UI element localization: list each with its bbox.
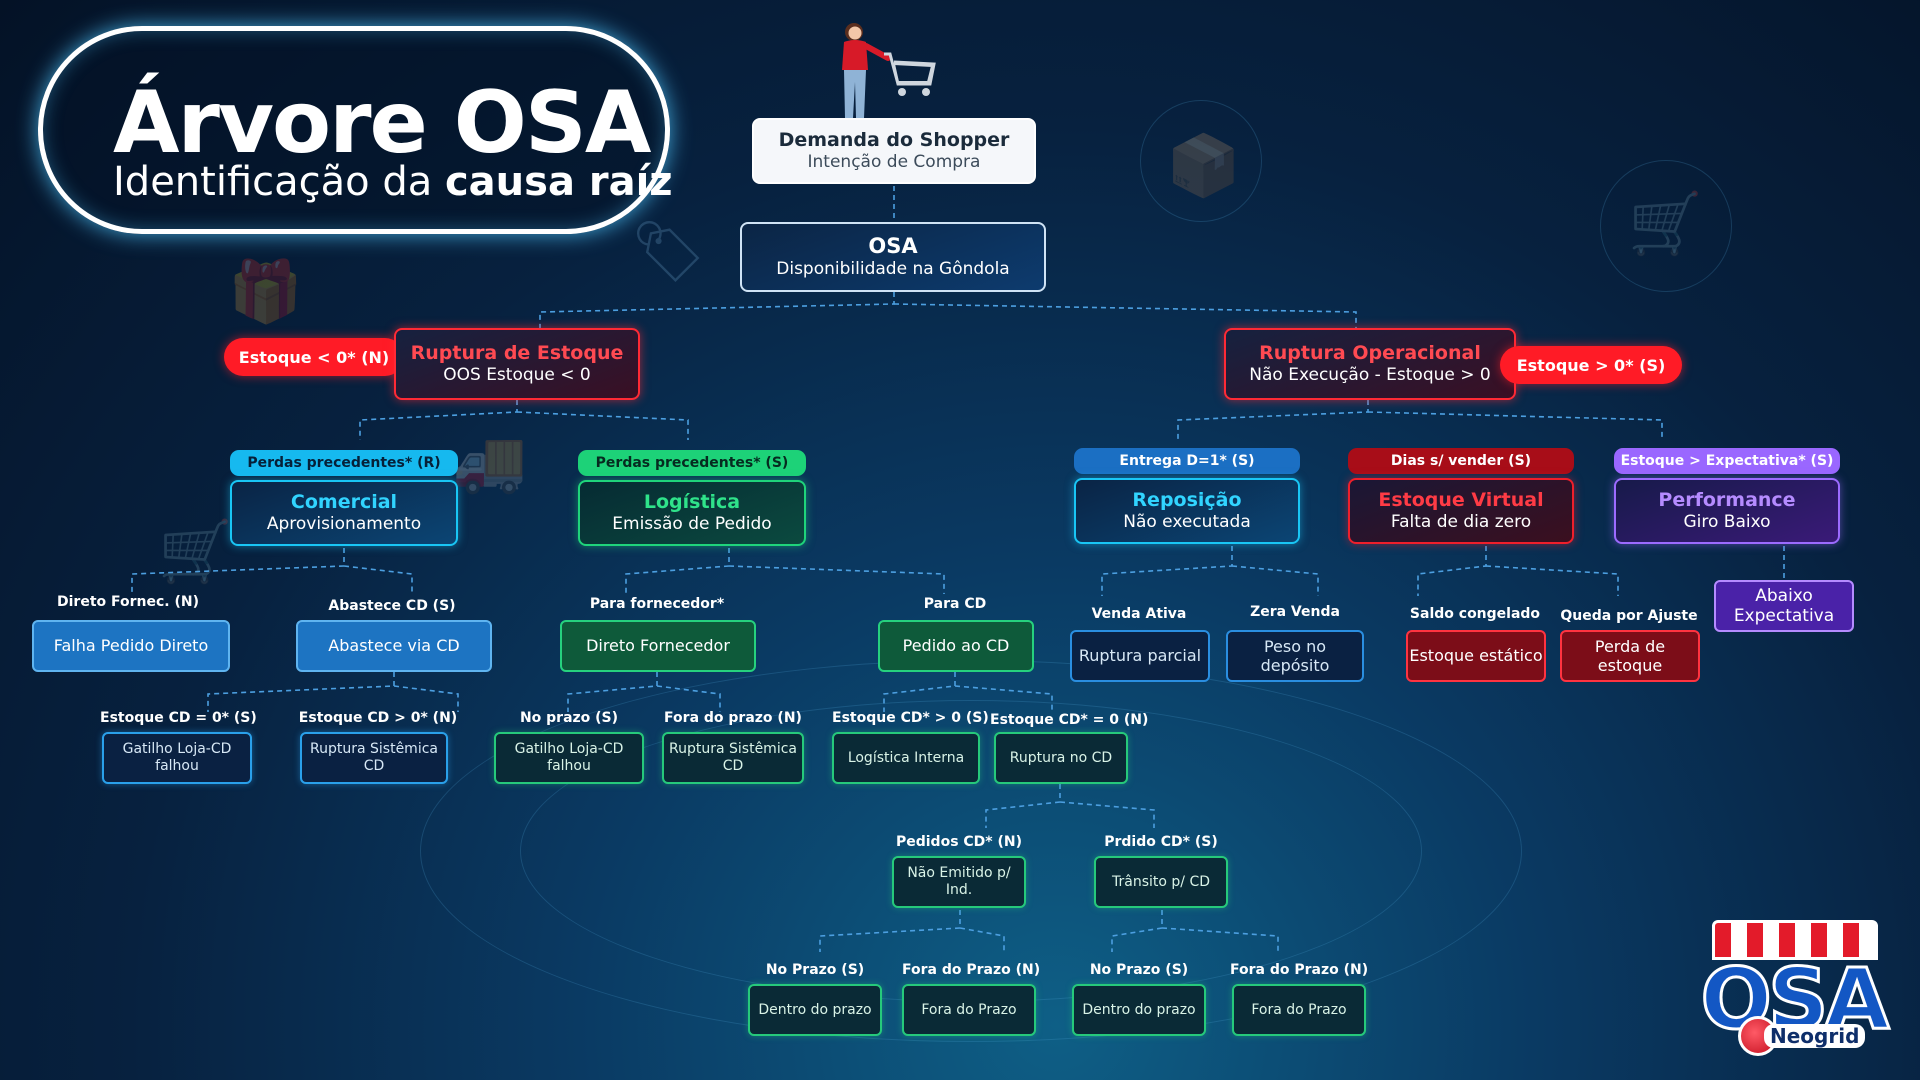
branch-label: Estoque CD = 0* (S)	[100, 710, 257, 726]
branch-label: Para CD	[923, 596, 987, 612]
page-title: Árvore OSA	[113, 73, 651, 173]
nao-emitido-box: Não Emitido p/ Ind.	[892, 856, 1026, 908]
gift-icon: 🎁	[228, 257, 303, 327]
node-title: Comercial	[290, 491, 398, 514]
branch-label: Fora do Prazo (N)	[902, 962, 1041, 978]
fora-do-prazo-box: Fora do Prazo	[902, 984, 1036, 1036]
pedido-ao-cd-box: Pedido ao CD	[878, 620, 1034, 672]
branch-label: Venda Ativa	[1091, 606, 1187, 622]
logistica-node: Logística Emissão de Pedido	[578, 480, 806, 546]
branch-label: No prazo (S)	[519, 710, 619, 726]
branch-label: Queda por Ajuste	[1560, 608, 1698, 624]
estoque-virtual-condition-pill: Dias s/ vender (S)	[1348, 448, 1574, 474]
dentro-do-prazo-box: Dentro do prazo	[748, 984, 882, 1036]
branch-label: Direto Fornec. (N)	[57, 594, 199, 610]
abastece-via-cd-box: Abastece via CD	[296, 620, 492, 672]
node-subtitle: Aprovisionamento	[266, 514, 422, 535]
perda-de-estoque-box: Perda de estoque	[1560, 630, 1700, 682]
node-subtitle: Giro Baixo	[1683, 512, 1771, 533]
reposicao-node: Reposição Não executada	[1074, 478, 1300, 544]
branch-label: Zera Venda	[1250, 604, 1340, 620]
estoque-estatico-box: Estoque estático	[1406, 630, 1546, 682]
transito-cd-box: Trânsito p/ CD	[1094, 856, 1228, 908]
truck-icon: 🚚	[452, 427, 527, 497]
node-title: Logística	[643, 491, 741, 514]
branch-label: Abastece CD (S)	[328, 598, 456, 614]
performance-node: Performance Giro Baixo	[1614, 478, 1840, 544]
cart-icon: 🛒	[1628, 189, 1703, 259]
node-title: Estoque Virtual	[1378, 489, 1544, 512]
logistica-interna-box: Logística Interna	[832, 732, 980, 784]
node-title: Ruptura de Estoque	[410, 342, 624, 365]
comercial-condition-pill: Perdas precedentes* (R)	[230, 450, 458, 476]
branch-label: Estoque CD* = 0 (N)	[990, 712, 1149, 728]
estoque-virtual-node: Estoque Virtual Falta de dia zero	[1348, 478, 1574, 544]
fora-do-prazo-box: Fora do Prazo	[1232, 984, 1366, 1036]
node-title: OSA	[868, 234, 918, 259]
estoque-negative-tag: Estoque < 0* (N)	[224, 338, 404, 376]
logistica-condition-pill: Perdas precedentes* (S)	[578, 450, 806, 476]
title-badge: Árvore OSA Identificação da causa raíz	[38, 26, 673, 234]
osa-neogrid-logo: OSA Neogrid	[1690, 920, 1896, 1060]
branch-label: Estoque CD > 0* (N)	[298, 710, 458, 726]
performance-condition-pill: Estoque > Expectativa* (S)	[1614, 448, 1840, 474]
page-subtitle: Identificação da causa raíz	[113, 159, 673, 205]
dentro-do-prazo-box: Dentro do prazo	[1072, 984, 1206, 1036]
peso-no-deposito-box: Peso no depósito	[1226, 630, 1364, 682]
ruptura-no-cd-box: Ruptura no CD	[994, 732, 1128, 784]
gatilho-loja-cd-box: Gatilho Loja-CD falhou	[102, 732, 252, 784]
direto-fornecedor-box: Direto Fornecedor	[560, 620, 756, 672]
node-title: Performance	[1658, 489, 1796, 512]
background-ring	[1140, 100, 1262, 222]
branch-label: Estoque CD* > 0 (S)	[832, 710, 989, 726]
node-subtitle: Falta de dia zero	[1390, 512, 1532, 533]
node-subtitle: OOS Estoque < 0	[443, 365, 591, 386]
branch-label: Fora do prazo (N)	[664, 710, 802, 726]
estoque-positive-tag: Estoque > 0* (S)	[1500, 346, 1682, 384]
shopper-with-cart-icon	[842, 23, 936, 118]
node-subtitle: Não Execução - Estoque > 0	[1249, 365, 1491, 386]
ruptura-sistemica-cd-box: Ruptura Sistêmica CD	[662, 732, 804, 784]
falha-pedido-direto-box: Falha Pedido Direto	[32, 620, 230, 672]
logo-brand: Neogrid	[1764, 1024, 1866, 1048]
comercial-node: Comercial Aprovisionamento	[230, 480, 458, 546]
abaixo-expectativa-box: Abaixo Expectativa	[1714, 580, 1854, 632]
node-title: Ruptura Operacional	[1259, 342, 1481, 365]
node-subtitle: Disponibilidade na Gôndola	[776, 259, 1010, 280]
box-icon: 📦	[1166, 131, 1241, 201]
node-subtitle: Não executada	[1123, 512, 1251, 533]
node-title: Demanda do Shopper	[778, 129, 1010, 152]
reposicao-condition-pill: Entrega D=1* (S)	[1074, 448, 1300, 474]
node-subtitle: Emissão de Pedido	[612, 514, 772, 535]
branch-label: Para fornecedor*	[589, 596, 725, 612]
ruptura-sistemica-cd-box: Ruptura Sistêmica CD	[300, 732, 448, 784]
background-ring	[1600, 160, 1732, 292]
node-title: Reposição	[1132, 489, 1242, 512]
node-subtitle: Intenção de Compra	[807, 152, 981, 173]
branch-label: Pedidos CD* (N)	[895, 834, 1023, 850]
ruptura-estoque-node: Ruptura de Estoque OOS Estoque < 0	[394, 328, 640, 400]
shopper-demand-node: Demanda do Shopper Intenção de Compra	[752, 118, 1036, 184]
branch-label: Fora do Prazo (N)	[1230, 962, 1369, 978]
ruptura-operacional-node: Ruptura Operacional Não Execução - Estoq…	[1224, 328, 1516, 400]
branch-label: No Prazo (S)	[1089, 962, 1189, 978]
tag-icon: 🏷	[630, 217, 707, 287]
store-awning-icon	[1712, 920, 1878, 960]
gatilho-loja-cd-box: Gatilho Loja-CD falhou	[494, 732, 644, 784]
branch-label: Prdido CD* (S)	[1104, 834, 1218, 850]
ruptura-parcial-box: Ruptura parcial	[1070, 630, 1210, 682]
branch-label: No Prazo (S)	[765, 962, 865, 978]
osa-node: OSA Disponibilidade na Gôndola	[740, 222, 1046, 292]
branch-label: Saldo congelado	[1409, 606, 1541, 622]
